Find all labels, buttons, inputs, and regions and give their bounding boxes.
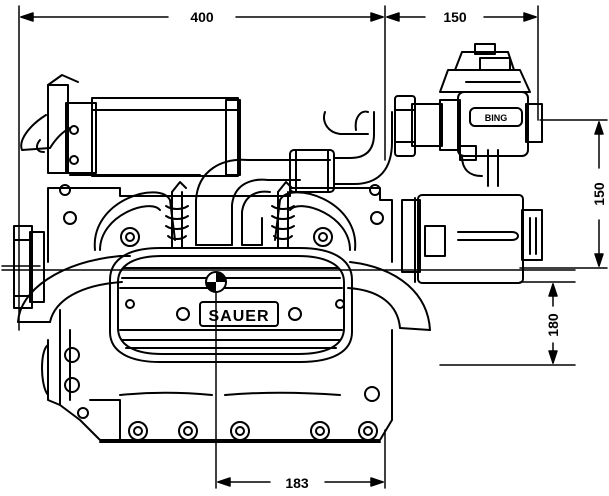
dimension-180-label: 180: [545, 313, 561, 337]
generator-unit: [401, 194, 543, 284]
right-spark-plug: [271, 181, 295, 249]
reference-lines: [1, 265, 576, 271]
starter-assembly: [20, 74, 241, 177]
engine-brand-label: SAUER: [208, 308, 269, 325]
carburetor-brand-label: BING: [485, 113, 508, 123]
center-of-gravity-mark: [205, 271, 227, 293]
intake-manifold: [195, 110, 393, 246]
dimension-183-label: 183: [285, 475, 309, 491]
left-spark-plug: [165, 181, 189, 249]
dimension-150-side-label: 150: [591, 182, 607, 206]
dimension-lines: [18, 5, 608, 489]
dimension-150-top-label: 150: [443, 9, 467, 25]
carburetor: [394, 43, 543, 187]
valve-cover: [109, 247, 353, 363]
dimension-400-label: 400: [190, 9, 214, 25]
right-exhaust-pipe: [347, 261, 431, 331]
cylinder-heads: [93, 191, 357, 251]
engine-block: [41, 184, 393, 443]
left-flange: [13, 225, 45, 309]
